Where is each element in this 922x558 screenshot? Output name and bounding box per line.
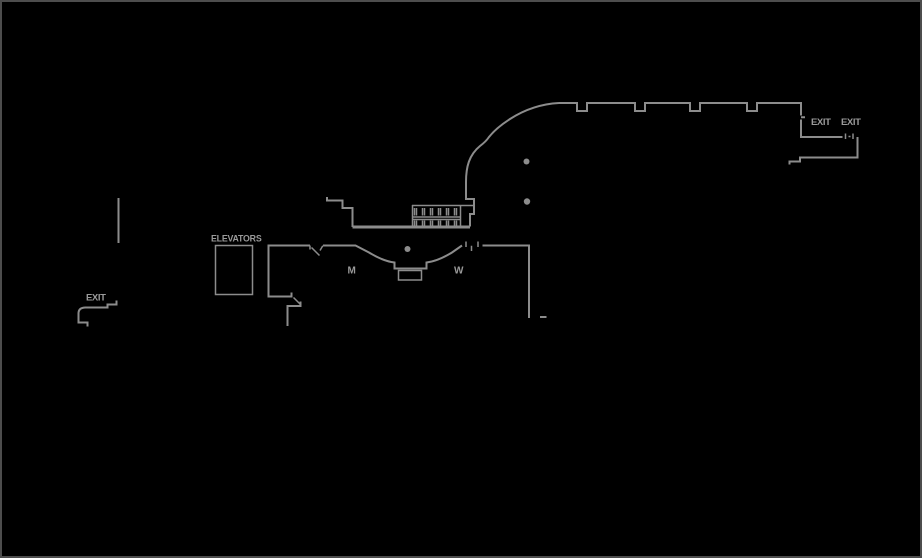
column-dot [523, 158, 530, 165]
exit-label-left: EXIT [86, 293, 106, 304]
right-corridor-upper-wall [800, 102, 843, 138]
column-dot [523, 198, 531, 205]
lobby-right-door-jambs [465, 241, 479, 251]
corridor-lower-jog-wall [286, 301, 302, 326]
curved-wall [465, 102, 560, 227]
womens-restroom-label: W [454, 266, 464, 277]
elevator-corridor-wall [267, 244, 310, 298]
lobby-right-wall [482, 244, 530, 318]
right-corridor-door-jambs [844, 133, 854, 139]
stairs-outline [411, 204, 474, 227]
right-corridor-lower-wall [788, 137, 859, 165]
corridor-door-swing [292, 296, 301, 305]
exit-label-top-right-1: EXIT [811, 117, 831, 128]
top-wall-with-notches [559, 102, 801, 112]
lobby-arc-wall [323, 244, 463, 270]
mens-restroom-label: M [348, 266, 356, 277]
stepped-wall-left-of-stairs [326, 197, 354, 227]
elevators-label: ELEVATORS [211, 234, 262, 244]
exit-label-top-right-2: EXIT [841, 117, 861, 128]
lobby-vestibule-door [397, 269, 423, 281]
column-dot [404, 246, 411, 252]
left-exit-stair-wall [77, 300, 118, 327]
elevator-shaft [214, 244, 254, 296]
lobby-left-door-jamb [309, 245, 324, 257]
stairs-tread-hatching [413, 208, 458, 226]
